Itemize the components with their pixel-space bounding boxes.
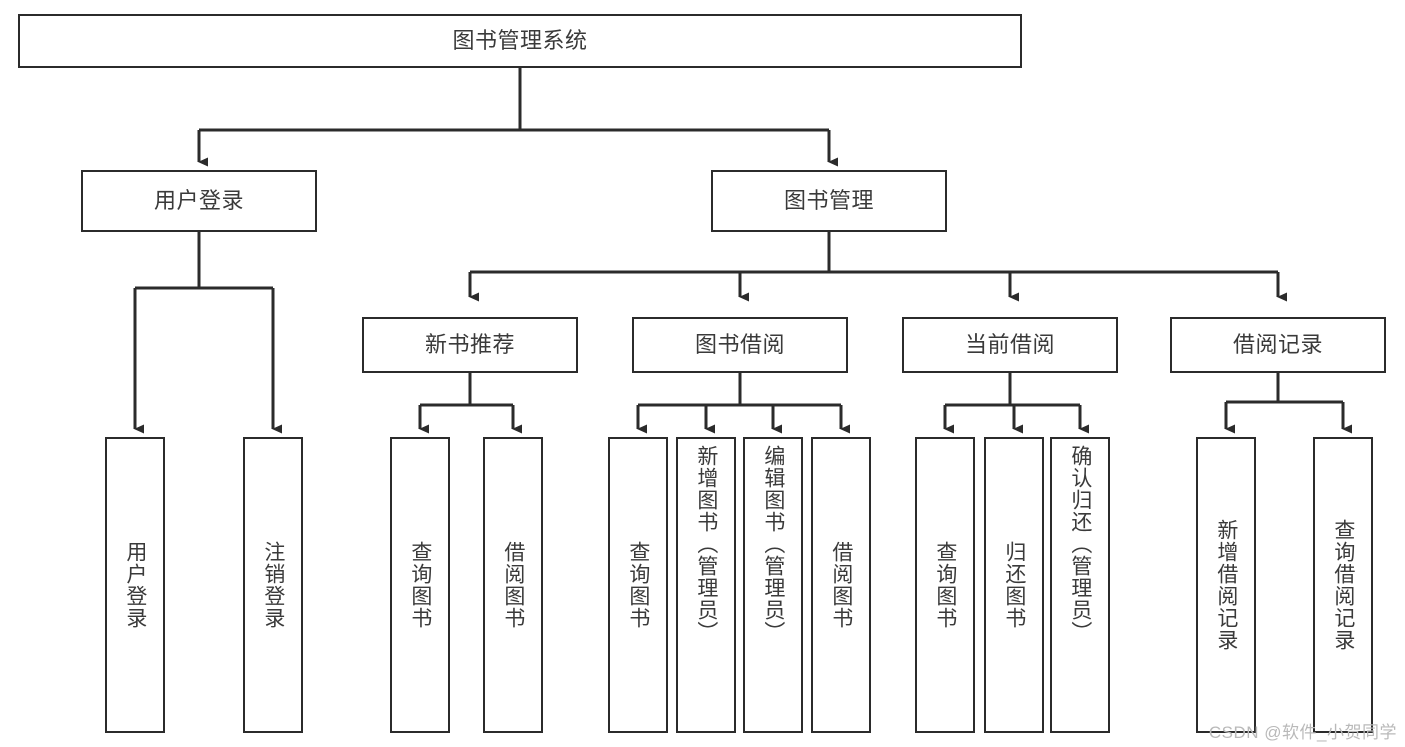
leaf-current-return-book-label: 归还图书 xyxy=(1002,541,1026,629)
leaf-record-query[interactable]: 查询借阅记录 xyxy=(1313,437,1373,733)
leaf-borrow-borrow-book-label: 借阅图书 xyxy=(829,541,853,629)
leaf-new-book-borrow-label: 借阅图书 xyxy=(501,541,525,629)
leaf-borrow-edit-book-label: 编辑图书（管理员） xyxy=(761,445,785,643)
watermark-text: CSDN @软件_小贺同学 xyxy=(1208,723,1397,742)
node-book-manage[interactable]: 图书管理 xyxy=(711,170,947,232)
leaf-record-add[interactable]: 新增借阅记录 xyxy=(1196,437,1256,733)
node-borrow-record-label: 借阅记录 xyxy=(1232,331,1323,357)
node-user-login-label: 用户登录 xyxy=(153,187,244,213)
node-book-manage-label: 图书管理 xyxy=(783,187,874,213)
node-current-borrow[interactable]: 当前借阅 xyxy=(902,317,1118,373)
node-book-borrow[interactable]: 图书借阅 xyxy=(632,317,848,373)
leaf-current-return-book[interactable]: 归还图书 xyxy=(984,437,1044,733)
leaf-current-confirm-return[interactable]: 确认归还（管理员） xyxy=(1050,437,1110,733)
leaf-new-book-query-label: 查询图书 xyxy=(408,541,432,629)
node-book-borrow-label: 图书借阅 xyxy=(694,331,785,357)
leaf-borrow-query-book[interactable]: 查询图书 xyxy=(608,437,668,733)
leaf-borrow-add-book[interactable]: 新增图书（管理员） xyxy=(676,437,736,733)
node-borrow-record[interactable]: 借阅记录 xyxy=(1170,317,1386,373)
node-root[interactable]: 图书管理系统 xyxy=(18,14,1022,68)
leaf-record-add-label: 新增借阅记录 xyxy=(1214,519,1238,651)
leaf-current-query-book[interactable]: 查询图书 xyxy=(915,437,975,733)
node-current-borrow-label: 当前借阅 xyxy=(964,331,1055,357)
node-new-book-recommend[interactable]: 新书推荐 xyxy=(362,317,578,373)
leaf-current-confirm-return-label: 确认归还（管理员） xyxy=(1068,445,1092,643)
node-new-book-recommend-label: 新书推荐 xyxy=(424,331,515,357)
node-root-label: 图书管理系统 xyxy=(452,27,588,53)
leaf-borrow-edit-book[interactable]: 编辑图书（管理员） xyxy=(743,437,803,733)
leaf-user-login-signout[interactable]: 注销登录 xyxy=(243,437,303,733)
leaf-user-login-signin-label: 用户登录 xyxy=(123,541,147,629)
leaf-new-book-borrow[interactable]: 借阅图书 xyxy=(483,437,543,733)
leaf-borrow-query-book-label: 查询图书 xyxy=(626,541,650,629)
leaf-user-login-signout-label: 注销登录 xyxy=(261,541,285,629)
leaf-borrow-add-book-label: 新增图书（管理员） xyxy=(694,445,718,643)
leaf-borrow-borrow-book[interactable]: 借阅图书 xyxy=(811,437,871,733)
leaf-new-book-query[interactable]: 查询图书 xyxy=(390,437,450,733)
leaf-user-login-signin[interactable]: 用户登录 xyxy=(105,437,165,733)
leaf-current-query-book-label: 查询图书 xyxy=(933,541,957,629)
node-user-login[interactable]: 用户登录 xyxy=(81,170,317,232)
leaf-record-query-label: 查询借阅记录 xyxy=(1331,519,1355,651)
